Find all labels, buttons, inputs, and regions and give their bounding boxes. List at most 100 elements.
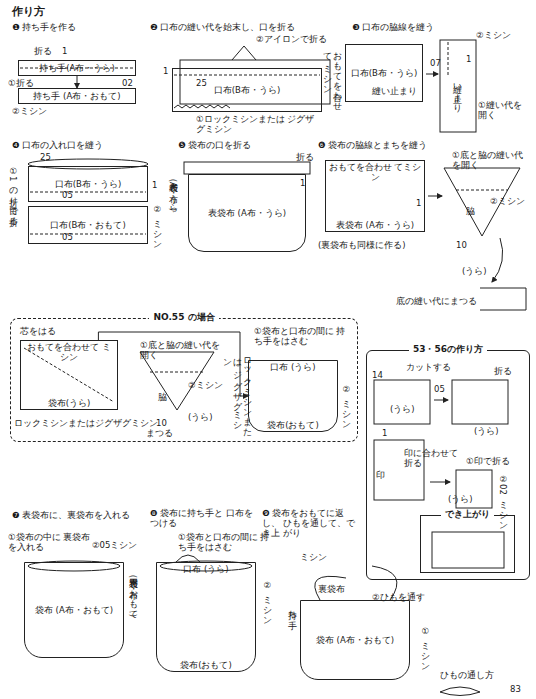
callout-text: ❻ 袋布の脇線とまちを縫う bbox=[318, 140, 427, 150]
vertical-note: ①1の折り目で折る bbox=[8, 166, 18, 221]
step-arrow bbox=[98, 332, 248, 396]
callout-text: ①袋布と口布の間に 持ち手をはさむ bbox=[254, 326, 350, 346]
stitch-line bbox=[174, 75, 320, 76]
callout-text: 折る bbox=[296, 152, 314, 162]
part-name: 口布(B布・うら) bbox=[349, 67, 419, 79]
callout-text: 1 bbox=[163, 66, 168, 76]
callout-text: ❾ 袋布をおもてに返し、 ひもを通して、でき上 がり bbox=[262, 508, 362, 539]
callout-text: (うら) bbox=[448, 494, 473, 504]
fold-band bbox=[184, 162, 310, 174]
part-name: おもてを合わせ てミシン bbox=[326, 161, 424, 183]
handle-loop bbox=[176, 555, 200, 562]
callout-text: 05 bbox=[62, 190, 73, 200]
callout-text: ❹ 口布の入れ口を縫う bbox=[12, 140, 103, 150]
part-name: 袋布 (A布・おもて) bbox=[33, 604, 115, 616]
callout-text: 10 bbox=[156, 418, 167, 428]
callout-text: ❺ 袋布の口を折る bbox=[178, 140, 251, 150]
part-name: 表袋布 (A布・うら) bbox=[206, 207, 288, 219]
callout-text: ロックミシンまたはジグザグミシン bbox=[14, 418, 158, 428]
fabric-piece bbox=[440, 40, 476, 132]
step-arrow bbox=[77, 76, 78, 88]
fabric-piece: おもてを合わせて ミシン袋布(うら) bbox=[20, 340, 118, 410]
part-name: 口布(B布・うら) bbox=[212, 84, 282, 96]
part-name: 袋布(おもて) bbox=[178, 659, 234, 671]
part-name: 袋布 (A布・おもて) bbox=[314, 634, 396, 646]
callout-text: 折る bbox=[34, 46, 52, 56]
vertical-note: ①ミシン bbox=[420, 626, 430, 666]
part-name: おもてを合わせて ミシン bbox=[21, 341, 117, 363]
fabric-back-layer bbox=[180, 60, 330, 104]
stitch-line bbox=[30, 234, 146, 235]
callout-text: ①底と脇の縫い代を 開く bbox=[140, 340, 226, 360]
zigzag-stitch bbox=[174, 105, 230, 108]
callout-text: ②ミシン bbox=[188, 380, 223, 390]
callout-text: ②ミシン bbox=[476, 30, 511, 40]
callout-text: 07 bbox=[430, 58, 441, 68]
step-arrow bbox=[434, 400, 448, 401]
drawstring bbox=[315, 576, 346, 600]
callout-text: 裏袋布 bbox=[318, 584, 345, 594]
callout-text: (うら) bbox=[390, 404, 415, 414]
callout-text: 02 bbox=[122, 78, 133, 88]
step-arrow bbox=[430, 482, 450, 483]
fabric-piece: おもてを合わせ てミシン表袋布 (A布・うら) bbox=[325, 160, 425, 232]
vertical-note: 表袋布 (A布・うら) bbox=[168, 176, 178, 211]
vertical-note: ②02ミシン bbox=[498, 474, 508, 525]
part-name: 表袋布 (A布・うら) bbox=[334, 219, 416, 231]
fabric-piece: 口布(B布・うら) bbox=[172, 68, 322, 112]
callout-text: 芯をはる bbox=[20, 326, 56, 336]
drawstring-loop bbox=[440, 687, 480, 696]
part-name: 口布(B布・おもて) bbox=[48, 219, 127, 231]
vertical-note: ②ミシン bbox=[262, 580, 272, 620]
callout-text: 1 bbox=[382, 428, 387, 438]
callout-text: 1 bbox=[300, 178, 305, 188]
fabric-piece: 口布 (うら) 袋布(おもて) bbox=[156, 562, 256, 672]
panel-heading: 53・56の作り方 bbox=[409, 344, 487, 355]
vertical-note: おもてを合わせて ミシン bbox=[322, 46, 342, 106]
callout-text: 印に合わせて 折る bbox=[404, 448, 468, 468]
finished-piece bbox=[432, 532, 504, 568]
callout-text: ①袋布と口布の間に 持ち手をはさむ bbox=[178, 532, 278, 552]
part-name: 持ち手(A布・うら) bbox=[37, 62, 116, 74]
callout-text: 05 bbox=[434, 384, 445, 394]
fabric-piece: 袋布 (A布・おもて) bbox=[24, 562, 124, 658]
callout-text: (うら) bbox=[462, 266, 487, 276]
part-name: 口布(B布・うら) bbox=[53, 178, 123, 190]
vertical-note: ②ミシン bbox=[152, 204, 162, 244]
fabric-piece: 持ち手 (A布・おもて) bbox=[18, 88, 136, 104]
stitch-line bbox=[30, 192, 146, 193]
callout-text: ②ひもを通す bbox=[372, 592, 425, 602]
callout-text: 14 bbox=[372, 370, 383, 380]
callout-text: 25 bbox=[40, 152, 51, 162]
callout-text: 印 bbox=[376, 470, 385, 480]
callout-text: ②ミシン bbox=[490, 196, 525, 206]
panel-heading: NO.55 の場合 bbox=[149, 312, 218, 323]
callout-text: ❷ 口布の縫い代を始末し、口を折る bbox=[150, 22, 295, 32]
callout-text: ❸ 口布の脇線を縫う bbox=[352, 22, 434, 32]
step-arrow bbox=[428, 196, 442, 197]
callout-text: (うら) bbox=[474, 426, 499, 436]
callout-text: ミシン bbox=[300, 552, 327, 562]
stitch-line bbox=[150, 372, 204, 373]
callout-text: ①縫い代を 開く bbox=[478, 100, 532, 120]
callout-text: ひもの通し方 bbox=[440, 670, 494, 680]
part-name: 口布 (うら) bbox=[181, 563, 230, 575]
callout-text: 1 bbox=[62, 46, 67, 56]
callout-text: (うら) bbox=[188, 412, 213, 422]
callout-text: 1 bbox=[466, 54, 471, 64]
fabric-piece: 持ち手(A布・うら) bbox=[18, 60, 136, 76]
callout-text: ①印で折る bbox=[466, 456, 510, 466]
callout-text: (裏袋布も同様に作る) bbox=[318, 240, 406, 250]
panel-heading: でき上がり bbox=[441, 509, 494, 520]
vertical-note: 持ち手 bbox=[287, 604, 297, 614]
callout-text: ②アイロンで折る bbox=[256, 34, 327, 44]
stitch-line bbox=[448, 42, 449, 76]
callout-text: カットする bbox=[406, 362, 451, 372]
vertical-note: 裏袋布 (B布・おもて) bbox=[128, 572, 138, 617]
bottom-seam bbox=[480, 288, 526, 310]
callout-text: ②05ミシン bbox=[92, 540, 137, 550]
part-name: 袋布(おもて) bbox=[265, 419, 321, 431]
callout-text: 底の縫い代にまつる bbox=[396, 296, 477, 306]
